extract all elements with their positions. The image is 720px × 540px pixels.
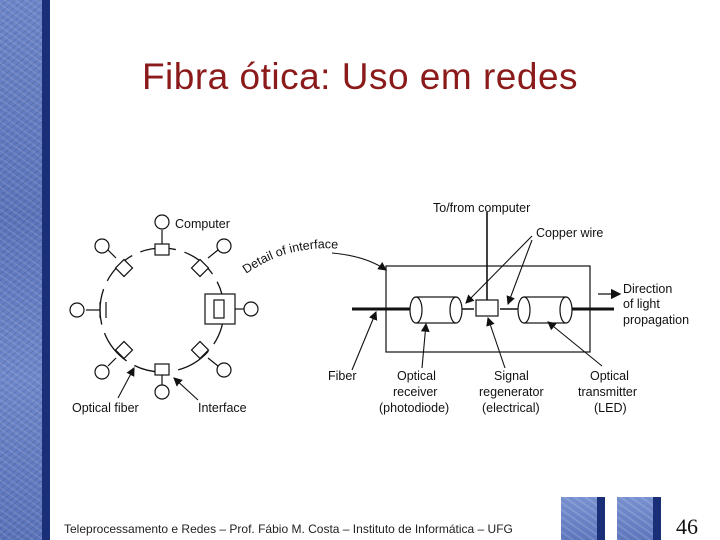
decorative-left-strip [0, 0, 42, 540]
arrow-copper-wire-2 [506, 239, 533, 306]
decorative-tile-1 [561, 497, 597, 540]
decorative-tile-2-edge [653, 497, 661, 540]
label-detail-of-interface: Detail of interface [240, 237, 339, 276]
signal-regenerator [475, 299, 499, 317]
footer-credit: Teleprocessamento e Redes – Prof. Fábio … [64, 522, 513, 536]
label-regen-2: regenerator [479, 385, 544, 399]
decorative-tile-1-edge [597, 497, 605, 540]
label-direction-2: of light [623, 297, 660, 311]
label-transmitter-3: (LED) [594, 401, 627, 415]
label-interface: Interface [198, 401, 247, 415]
label-to-from-computer: To/from computer [433, 201, 530, 215]
label-transmitter-1: Optical [590, 369, 629, 383]
label-fiber: Fiber [328, 369, 356, 383]
decorative-left-strip-edge [42, 0, 50, 540]
label-receiver-3: (photodiode) [379, 401, 449, 415]
label-computer: Computer [175, 217, 230, 231]
ring-interfaces [99, 243, 236, 376]
computers [69, 214, 259, 400]
label-direction-3: propagation [623, 313, 689, 327]
arrow-copper-wire-1 [465, 235, 533, 304]
arrow-regenerator [486, 316, 506, 369]
arrow-detail [331, 252, 387, 271]
label-copper-wire: Copper wire [536, 226, 603, 240]
label-regen-3: (electrical) [482, 401, 540, 415]
arrow-optical-fiber [117, 367, 135, 399]
label-regen-1: Signal [494, 369, 529, 383]
slide-title: Fibra ótica: Uso em redes [141, 56, 579, 97]
optical-receiver [409, 296, 463, 324]
arrow-transmitter [547, 321, 603, 367]
arrow-receiver [420, 322, 430, 369]
page-number: 46 [676, 514, 698, 539]
label-receiver-1: Optical [397, 369, 436, 383]
label-direction-1: Direction [623, 282, 672, 296]
optical-transmitter [517, 296, 573, 324]
arrow-fiber [351, 310, 378, 371]
arrow-interface [173, 377, 199, 401]
label-receiver-2: receiver [393, 385, 437, 399]
label-transmitter-2: transmitter [578, 385, 637, 399]
label-optical-fiber: Optical fiber [72, 401, 139, 415]
decorative-tile-2 [617, 497, 653, 540]
